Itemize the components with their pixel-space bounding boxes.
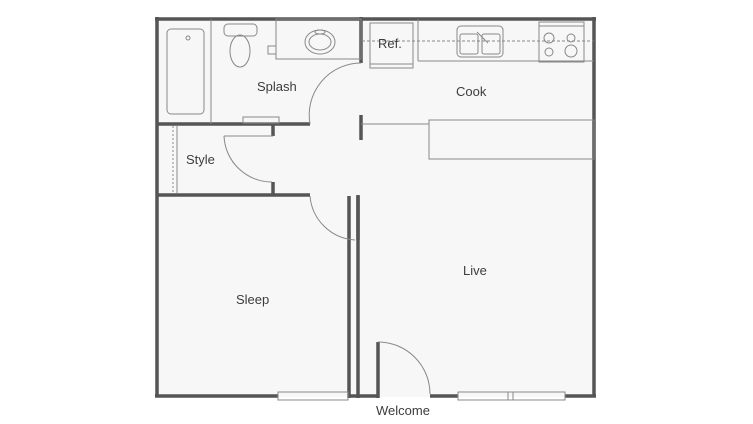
- room-label-sleep: Sleep: [236, 292, 270, 307]
- floor-area: [157, 19, 594, 397]
- window-sleep: [277, 391, 349, 401]
- room-label-cook: Cook: [456, 84, 487, 99]
- room-label-style: Style: [186, 152, 215, 167]
- sink-icon: [275, 18, 362, 60]
- fixture-label-refrigerator: Ref.: [378, 36, 402, 51]
- window-live: [457, 391, 566, 401]
- toilet-icon: [223, 23, 258, 37]
- room-label-splash: Splash: [257, 79, 297, 94]
- kitchen-sink-icon: [456, 25, 504, 58]
- stove-icon: [538, 21, 585, 63]
- entrance-label: Welcome: [376, 403, 430, 418]
- kitchen-island: [428, 119, 595, 160]
- bathtub-icon: [166, 28, 205, 115]
- refrigerator-icon: [369, 22, 414, 69]
- fixtures: [166, 18, 595, 401]
- room-label-live: Live: [463, 263, 487, 278]
- walls: [155, 17, 596, 398]
